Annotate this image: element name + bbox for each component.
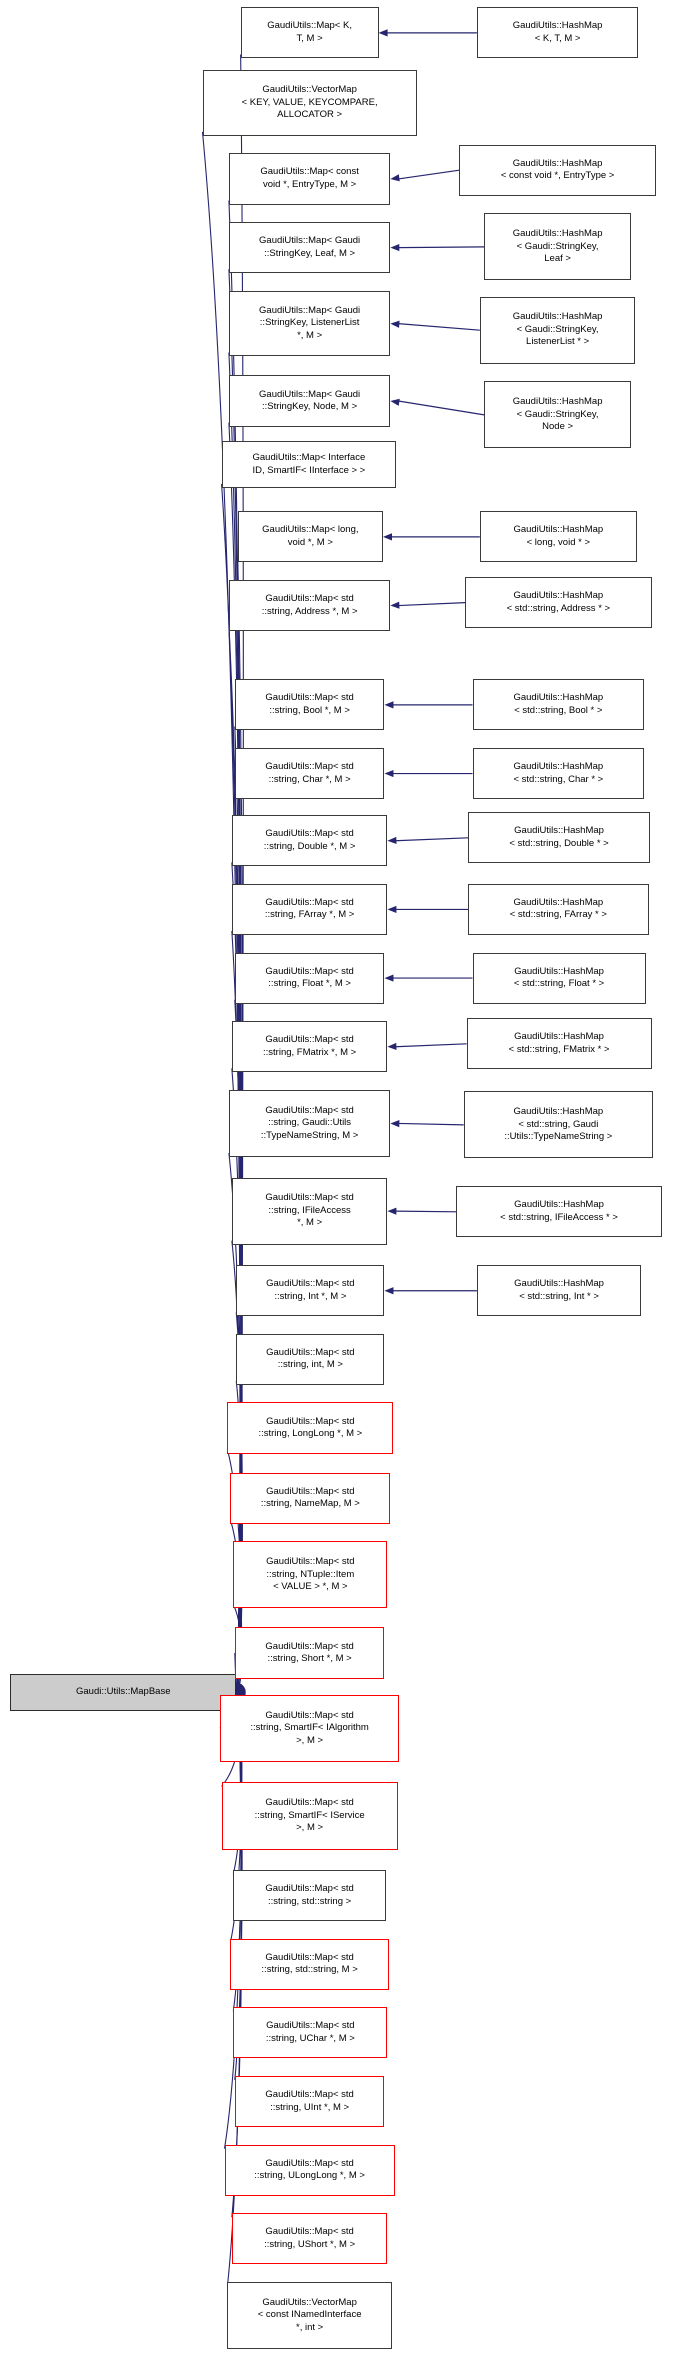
map-node-6[interactable]: GaudiUtils::Map< Interface ID, SmartIF< … (221, 441, 397, 488)
inheritance-arrowhead (390, 174, 400, 182)
hashmap-edge (395, 837, 469, 842)
hashmap-node-0[interactable]: GaudiUtils::HashMap < K, T, M > (476, 7, 639, 59)
map-node-18[interactable]: GaudiUtils::Map< std ::string, int, M > (236, 1333, 385, 1385)
inheritance-arrowhead (236, 1684, 246, 1693)
inheritance-arrowhead (236, 1684, 246, 1693)
hashmap-node-6[interactable]: GaudiUtils::HashMap < std::string, Addre… (465, 577, 652, 629)
inheritance-arrowhead (384, 769, 394, 778)
inheritance-arrowhead (390, 1120, 400, 1128)
hashmap-edge (398, 602, 466, 607)
hashmap-node-10[interactable]: GaudiUtils::HashMap < std::string, FArra… (468, 883, 649, 935)
hashmap-node-1[interactable]: GaudiUtils::HashMap < const void *, Entr… (459, 144, 656, 196)
map-node-8[interactable]: GaudiUtils::Map< std ::string, Address *… (228, 579, 391, 632)
map-node-10[interactable]: GaudiUtils::Map< std ::string, Char *, M… (234, 747, 385, 800)
hashmap-node-12[interactable]: GaudiUtils::HashMap < std::string, FMatr… (466, 1018, 652, 1070)
map-node-13[interactable]: GaudiUtils::Map< std ::string, Float *, … (234, 952, 385, 1004)
inheritance-arrowhead (390, 601, 400, 609)
hashmap-node-4[interactable]: GaudiUtils::HashMap < Gaudi::StringKey, … (484, 381, 631, 449)
map-node-31[interactable]: GaudiUtils::VectorMap < const INamedInte… (227, 2281, 392, 2350)
map-node-5[interactable]: GaudiUtils::Map< Gaudi ::StringKey, Node… (228, 375, 391, 427)
map-node-19[interactable]: GaudiUtils::Map< std ::string, LongLong … (227, 1402, 394, 1454)
map-node-26[interactable]: GaudiUtils::Map< std ::string, std::stri… (230, 1938, 389, 1990)
root-node-mapbase[interactable]: Gaudi::Utils::MapBase (10, 1674, 237, 1711)
inheritance-arrowhead (236, 1682, 244, 1693)
map-node-12[interactable]: GaudiUtils::Map< std ::string, FArray *,… (231, 883, 388, 935)
inheritance-arrowhead (236, 1683, 245, 1693)
hashmap-edge (395, 1210, 457, 1213)
inheritance-arrowhead (236, 1682, 245, 1693)
map-node-15[interactable]: GaudiUtils::Map< std ::string, Gaudi::Ut… (228, 1089, 391, 1158)
inheritance-arrowhead (390, 320, 400, 328)
map-node-17[interactable]: GaudiUtils::Map< std ::string, Int *, M … (236, 1265, 385, 1317)
map-node-0[interactable]: GaudiUtils::Map< K, T, M > (240, 7, 379, 59)
hashmap-edge (395, 1043, 467, 1048)
map-node-4[interactable]: GaudiUtils::Map< Gaudi ::StringKey, List… (228, 290, 391, 357)
map-node-1[interactable]: GaudiUtils::VectorMap < KEY, VALUE, KEYC… (202, 70, 417, 136)
hashmap-node-13[interactable]: GaudiUtils::HashMap < std::string, Gaudi… (463, 1091, 653, 1159)
hashmap-node-8[interactable]: GaudiUtils::HashMap < std::string, Char … (472, 747, 645, 800)
hashmap-node-14[interactable]: GaudiUtils::HashMap < std::string, IFile… (456, 1186, 662, 1238)
hashmap-edge (398, 246, 485, 249)
map-node-24[interactable]: GaudiUtils::Map< std ::string, SmartIF< … (221, 1782, 398, 1850)
hashmap-node-2[interactable]: GaudiUtils::HashMap < Gaudi::StringKey, … (484, 213, 631, 281)
hashmap-node-7[interactable]: GaudiUtils::HashMap < std::string, Bool … (472, 679, 645, 731)
hashmap-edge (398, 169, 460, 180)
map-node-3[interactable]: GaudiUtils::Map< Gaudi ::StringKey, Leaf… (228, 222, 391, 274)
inheritance-arrowhead (235, 1682, 243, 1693)
hashmap-edge (398, 322, 480, 331)
map-node-23[interactable]: GaudiUtils::Map< std ::string, SmartIF< … (220, 1694, 400, 1762)
map-node-27[interactable]: GaudiUtils::Map< std ::string, UChar *, … (233, 2007, 388, 2059)
inheritance-arrowhead (384, 701, 394, 709)
map-node-2[interactable]: GaudiUtils::Map< const void *, EntryType… (228, 153, 391, 205)
map-node-21[interactable]: GaudiUtils::Map< std ::string, NTuple::I… (233, 1541, 388, 1609)
map-node-7[interactable]: GaudiUtils::Map< long, void *, M > (237, 511, 383, 563)
map-node-25[interactable]: GaudiUtils::Map< std ::string, std::stri… (233, 1869, 386, 1922)
inheritance-arrowhead (235, 1682, 243, 1693)
inheritance-arrowhead (387, 836, 397, 845)
inheritance-arrowhead (236, 1682, 244, 1693)
hashmap-node-11[interactable]: GaudiUtils::HashMap < std::string, Float… (472, 952, 646, 1004)
inheritance-arrowhead (236, 1682, 243, 1693)
inheritance-arrowhead (384, 1287, 394, 1295)
hashmap-node-9[interactable]: GaudiUtils::HashMap < std::string, Doubl… (468, 812, 651, 864)
inheritance-arrowhead (390, 398, 400, 406)
inheritance-arrowhead (382, 533, 392, 541)
hashmap-edge (398, 1122, 464, 1126)
map-node-9[interactable]: GaudiUtils::Map< std ::string, Bool *, M… (234, 679, 385, 731)
inheritance-arrowhead (235, 1682, 243, 1693)
hashmap-node-15[interactable]: GaudiUtils::HashMap < std::string, Int *… (476, 1265, 642, 1317)
map-node-16[interactable]: GaudiUtils::Map< std ::string, IFileAcce… (231, 1177, 388, 1245)
inheritance-arrowhead (378, 29, 388, 37)
map-node-20[interactable]: GaudiUtils::Map< std ::string, NameMap, … (230, 1472, 391, 1524)
hashmap-node-5[interactable]: GaudiUtils::HashMap < long, void * > (479, 511, 637, 563)
map-node-11[interactable]: GaudiUtils::Map< std ::string, Double *,… (231, 815, 388, 867)
inheritance-arrowhead (387, 1207, 397, 1215)
map-node-22[interactable]: GaudiUtils::Map< std ::string, Short *, … (234, 1627, 385, 1679)
inheritance-arrowhead (235, 1682, 243, 1693)
inheritance-arrowhead (387, 1042, 397, 1051)
hashmap-edge (398, 400, 485, 416)
hashmap-node-3[interactable]: GaudiUtils::HashMap < Gaudi::StringKey, … (479, 296, 636, 364)
inheritance-arrowhead (236, 1682, 244, 1693)
inheritance-arrowhead (390, 243, 400, 252)
map-node-30[interactable]: GaudiUtils::Map< std ::string, UShort *,… (231, 2213, 388, 2265)
inheritance-arrowhead (236, 1683, 246, 1693)
inheritance-arrowhead (236, 1686, 246, 1694)
map-node-29[interactable]: GaudiUtils::Map< std ::string, ULongLong… (224, 2144, 395, 2196)
map-node-14[interactable]: GaudiUtils::Map< std ::string, FMatrix *… (231, 1021, 388, 1073)
inheritance-arrowhead (387, 905, 397, 914)
map-node-28[interactable]: GaudiUtils::Map< std ::string, UInt *, M… (234, 2075, 385, 2128)
inheritance-arrowhead (384, 974, 394, 982)
